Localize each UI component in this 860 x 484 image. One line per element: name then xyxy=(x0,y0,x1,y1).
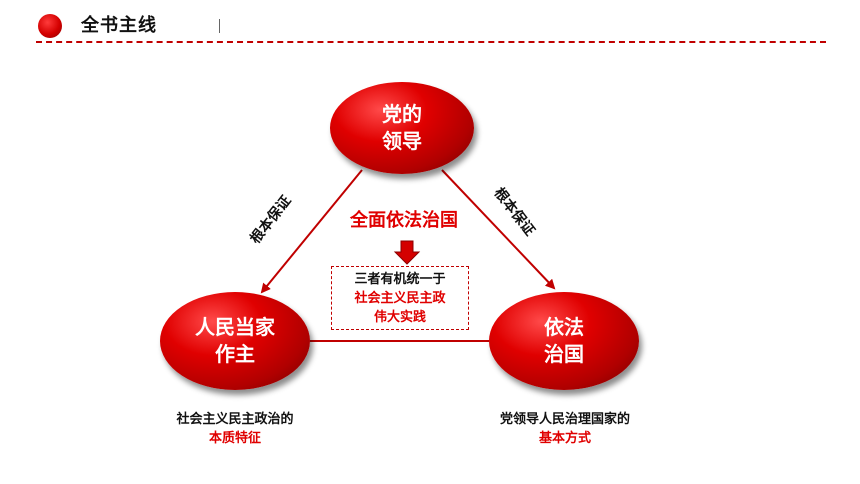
center-title: 全面依法治国 xyxy=(350,210,458,231)
caption-people-accent: 本质特征 xyxy=(208,431,261,446)
center-dashed-box: 三者有机统一于 社会主义民主政 伟大实践 xyxy=(331,266,469,330)
caption-law-accent: 基本方式 xyxy=(538,431,591,446)
node-party-leadership: 党的 领导 xyxy=(330,82,474,174)
center-box-line3: 伟大实践 xyxy=(373,309,426,325)
edge-party-to-law xyxy=(441,169,556,290)
node-party-line1: 党的 xyxy=(382,102,422,126)
caption-people: 社会主义民主政治的 本质特征 xyxy=(140,410,330,448)
header-bullet-icon xyxy=(38,14,62,38)
node-law-line1: 依法 xyxy=(544,315,584,339)
node-law-line2: 治国 xyxy=(544,342,584,366)
center-box-line2: 社会主义民主政 xyxy=(354,290,446,306)
center-box-line1: 三者有机统一于 xyxy=(354,271,446,287)
caption-people-main: 社会主义民主政治的 xyxy=(176,412,294,427)
node-people-line1: 人民当家 xyxy=(195,315,275,339)
node-party-line2: 领导 xyxy=(382,129,422,153)
header-divider xyxy=(219,19,220,33)
node-rule-of-law: 依法 治国 xyxy=(489,292,639,390)
caption-law: 党领导人民治理国家的 基本方式 xyxy=(470,410,660,448)
edge-party-to-people xyxy=(260,169,363,294)
down-arrow-icon xyxy=(393,240,421,265)
caption-law-main: 党领导人民治理国家的 xyxy=(499,412,630,427)
node-people-masters: 人民当家 作主 xyxy=(160,292,310,390)
node-people-line2: 作主 xyxy=(215,342,255,366)
header-dashed-rule xyxy=(36,41,826,43)
page-title: 全书主线 xyxy=(81,15,157,36)
